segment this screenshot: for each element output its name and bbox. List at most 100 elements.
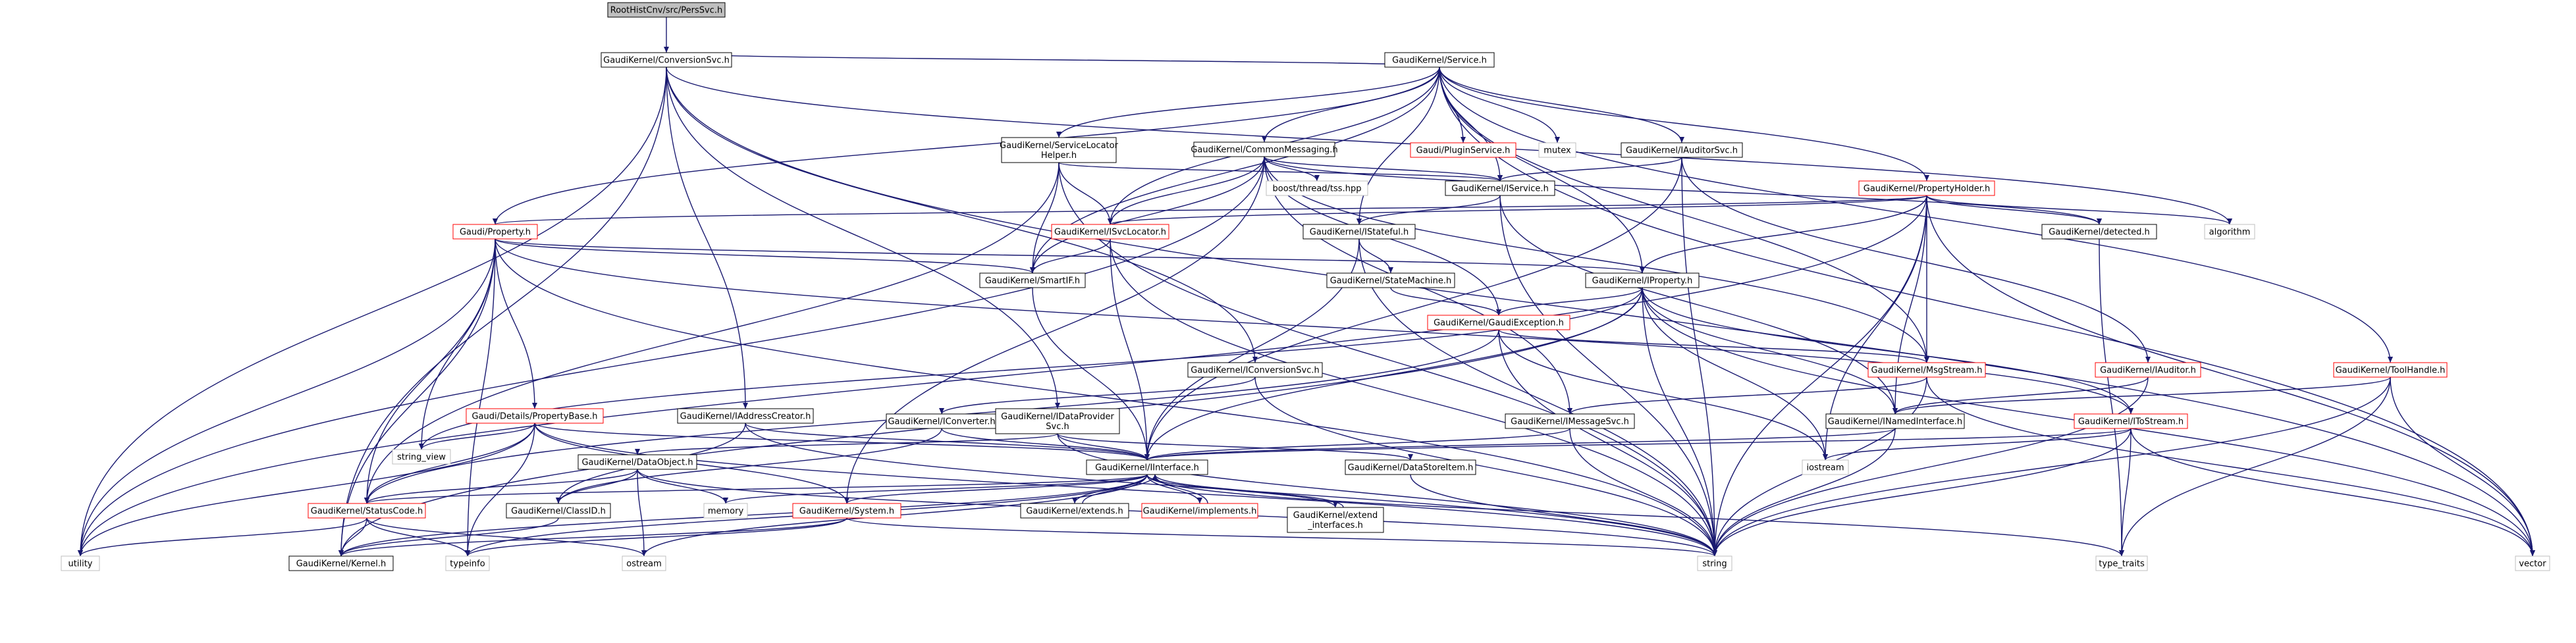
node-label: GaudiKernel/IStateful.h (1310, 228, 1409, 238)
dependency-edge-service-to-iaud (1439, 66, 1684, 143)
node-imsgsvc[interactable]: GaudiKernel/IMessageSvc.h (1505, 413, 1635, 429)
node-box (1384, 52, 1495, 68)
node-label: GaudiKernel/System.h (799, 507, 894, 517)
dependency-edge-service-to-propholder (1439, 66, 1929, 182)
node-iconvsvc[interactable]: GaudiKernel/IConversionSvc.h (1187, 362, 1323, 378)
node-implements[interactable]: GaudiKernel/implements.h (1141, 503, 1258, 519)
node-datastore[interactable]: GaudiKernel/DataStoreItem.h (1345, 459, 1476, 475)
dependency-edge-imsgsvc-to-string (1569, 428, 1717, 557)
node-propbase[interactable]: Gaudi/Details/PropertyBase.h (466, 408, 604, 424)
node-box (392, 449, 451, 465)
node-iconverter[interactable]: GaudiKernel/IConverter.h (886, 413, 998, 429)
node-box (2515, 555, 2550, 571)
node-iproperty[interactable]: GaudiKernel/IProperty.h (1585, 272, 1700, 288)
dependency-edge-detected-to-typetraits (2099, 238, 2124, 557)
node-statemach[interactable]: GaudiKernel/StateMachine.h (1326, 272, 1455, 288)
dependency-edge-service-to-istateful (1356, 66, 1440, 225)
node-label: GaudiKernel/ConversionSvc.h (603, 56, 730, 66)
dependency-edge-iproperty-to-gexc (1496, 287, 1643, 316)
node-extendif[interactable]: GaudiKernel/extend_interfaces.h (1287, 507, 1384, 533)
dependency-edge-service-to-gprop (493, 66, 1440, 225)
node-box (2095, 555, 2148, 571)
node-label: GaudiKernel/INamedInterface.h (1828, 417, 1962, 427)
node-label: Helper.h (1041, 151, 1077, 161)
dependency-edge-iaud-to-iauditor (1681, 157, 2151, 363)
node-iinterface[interactable]: GaudiKernel/IInterface.h (1086, 459, 1208, 475)
node-toolhandle[interactable]: GaudiKernel/ToolHandle.h (2333, 362, 2448, 378)
dependency-edge-propholder-to-algorithm (1926, 195, 2232, 225)
node-utility: utility (61, 555, 100, 571)
dependency-edge-dataobj-to-statuscode (364, 469, 638, 504)
dependency-edge-idataprov-to-datastore (1057, 433, 1413, 461)
node-iaud[interactable]: GaudiKernel/IAuditorSvc.h (1621, 142, 1743, 158)
dependency-edge-propholder-to-detected (1926, 195, 2102, 225)
node-box (288, 555, 394, 571)
node-propholder[interactable]: GaudiKernel/PropertyHolder.h (1858, 180, 1995, 196)
node-classid[interactable]: GaudiKernel/ClassID.h (506, 503, 611, 519)
node-label: GaudiKernel/DataStoreItem.h (1348, 463, 1474, 473)
dependency-edge-propholder-to-string (1712, 195, 1927, 557)
node-box (2041, 224, 2157, 240)
dependency-edge-iproperty-to-iostream_h (1642, 287, 2133, 415)
node-cm[interactable]: GaudiKernel/CommonMessaging.h (1191, 141, 1338, 157)
node-extends[interactable]: GaudiKernel/extends.h (1020, 503, 1129, 519)
node-box (1051, 224, 1169, 240)
node-system[interactable]: GaudiKernel/System.h (792, 503, 901, 519)
node-iservice[interactable]: GaudiKernel/IService.h (1445, 180, 1555, 196)
node-isvcloc[interactable]: GaudiKernel/ISvcLocator.h (1051, 224, 1169, 240)
node-typetraits: type_traits (2095, 555, 2148, 571)
node-gprop[interactable]: Gaudi/Property.h (452, 224, 538, 240)
node-label: GaudiKernel/IService.h (1451, 184, 1549, 194)
dependency-edge-toolhandle-to-inamed (1892, 376, 2391, 415)
node-iauditor[interactable]: GaudiKernel/IAuditor.h (2095, 362, 2201, 378)
dependency-edge-conv-to-utility (78, 66, 667, 557)
node-gexc[interactable]: GaudiKernel/GaudiException.h (1427, 315, 1570, 330)
dependency-edge-gprop-to-utility (78, 238, 496, 557)
node-detected[interactable]: GaudiKernel/detected.h (2041, 224, 2157, 240)
dependency-edge-propholder-to-utility (78, 195, 1927, 557)
node-label: type_traits (2099, 559, 2145, 569)
node-label: GaudiKernel/PropertyHolder.h (1864, 184, 1991, 194)
dependency-edge-conv-to-service (674, 52, 1450, 68)
node-ostream: ostream (622, 555, 666, 571)
node-iaddr[interactable]: GaudiKernel/IAddressCreator.h (677, 408, 814, 424)
node-box (1266, 180, 1368, 196)
node-istateful[interactable]: GaudiKernel/IStateful.h (1302, 224, 1416, 240)
node-box (1802, 459, 1849, 475)
dependency-edge-system-to-typeinfo (465, 517, 847, 557)
node-label: _interfaces.h (1307, 521, 1363, 530)
node-box (703, 503, 748, 519)
node-smartif[interactable]: GaudiKernel/SmartIF.h (979, 272, 1086, 288)
node-box (1585, 272, 1700, 288)
node-label: GaudiKernel/IMessageSvc.h (1511, 417, 1629, 427)
dependency-edge-iostream_h-to-string (1712, 428, 2132, 557)
dependency-edge-cm-to-utility (78, 156, 1265, 557)
node-root: RootHistCnv/src/PersSvc.h (607, 2, 726, 18)
node-iostream_h[interactable]: GaudiKernel/IToStream.h (2074, 413, 2188, 429)
node-dataobj[interactable]: GaudiKernel/DataObject.h (577, 454, 697, 470)
node-label: Gaudi/Property.h (460, 228, 531, 238)
node-label: string_view (397, 453, 446, 463)
dependency-edge-gprop-to-propbase (495, 238, 537, 409)
dependency-edge-gexc-to-msgstream (1498, 329, 1929, 363)
node-box (792, 503, 901, 519)
dependency-edge-cm-to-isvcloc (1108, 156, 1265, 225)
node-msgstream[interactable]: GaudiKernel/MsgStream.h (1867, 362, 1986, 378)
dependency-edge-cm-to-boosttss (1264, 156, 1320, 182)
node-conv[interactable]: GaudiKernel/ConversionSvc.h (601, 52, 732, 68)
dependency-edge-inamed-to-iinterface (1144, 428, 1896, 461)
dependency-edge-service-to-iproperty (1439, 66, 1645, 274)
dependency-edge-propbase-to-utility (78, 423, 535, 557)
node-box (1621, 142, 1743, 158)
node-kernel[interactable]: GaudiKernel/Kernel.h (288, 555, 394, 571)
node-inamed[interactable]: GaudiKernel/INamedInterface.h (1825, 413, 1965, 429)
node-label: GaudiKernel/CommonMessaging.h (1191, 145, 1337, 155)
node-plugin[interactable]: Gaudi/PluginService.h (1410, 142, 1516, 158)
node-stringview: string_view (392, 449, 451, 465)
dependency-edge-service-to-smartif (1030, 66, 1440, 274)
node-statuscode[interactable]: GaudiKernel/StatusCode.h (308, 503, 426, 519)
node-service[interactable]: GaudiKernel/Service.h (1384, 52, 1495, 68)
